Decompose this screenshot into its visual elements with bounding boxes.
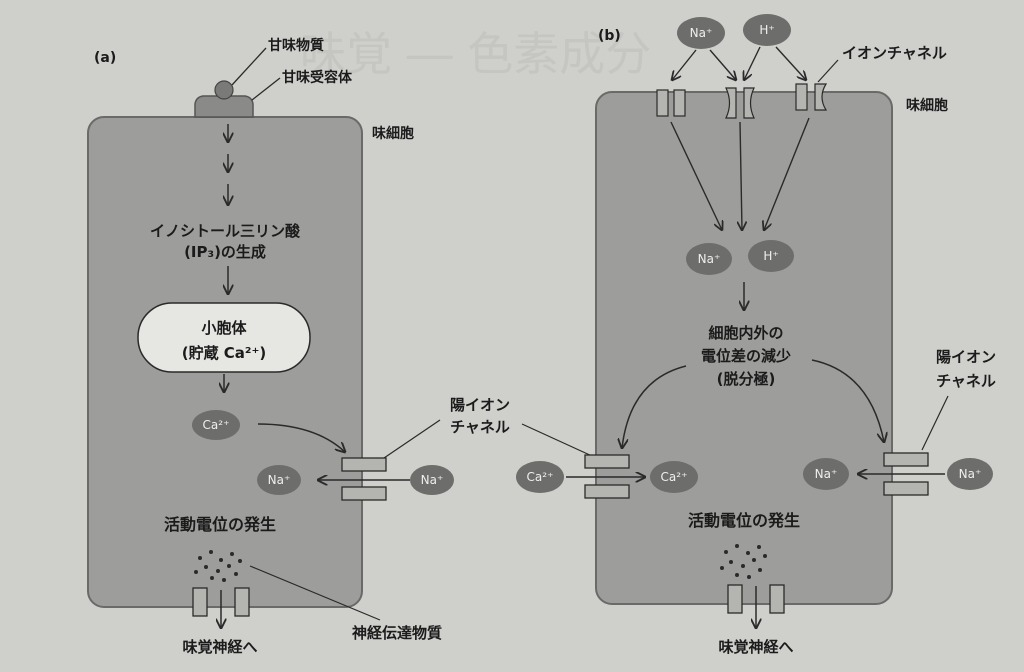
shared-cation-channel: 陽イオン チャネル — [383, 396, 593, 459]
ion-channel-leader — [817, 59, 839, 83]
ion-channel-2-left — [725, 87, 737, 119]
ca-ion-b-in — [650, 461, 698, 493]
h-to-ch2 — [744, 46, 761, 80]
ca-ion-a-label: Ca²⁺ — [203, 418, 230, 432]
depol-line3: (脱分極) — [717, 370, 776, 388]
na-to-ch2 — [709, 49, 736, 80]
na-ion-b-in — [686, 243, 732, 275]
sweet-receptor-shape — [194, 95, 254, 118]
ca-ion-b-out-label: Ca²⁺ — [527, 470, 554, 484]
cation-leader-b — [521, 423, 593, 457]
ca-ion-a — [192, 410, 240, 440]
nerve-label-b: 味覚神経へ — [718, 638, 793, 656]
endoplasmic-reticulum — [137, 302, 311, 373]
na-ion-b-top — [677, 17, 725, 49]
na-ion-a-in-label: Na⁺ — [268, 473, 291, 487]
na-ion-b-in2-label: Na⁺ — [815, 467, 838, 481]
na-channel-b-top — [883, 452, 929, 467]
na-ion-a-out — [410, 465, 454, 495]
ca-to-channel-arrow — [257, 423, 345, 452]
h-ion-b-top-label: H⁺ — [759, 23, 774, 37]
panel-a: (a) 甘味物質 甘味受容体 味細胞 イノシトール三リン酸 (IP₃)の生成 小… — [87, 37, 454, 656]
synapse-post-b-left — [727, 584, 743, 614]
panel-b: (b) 味細胞 Na⁺ H⁺ イオンチャネル Na⁺ H⁺ 細胞内 — [516, 14, 996, 656]
panel-b-label: (b) — [598, 28, 621, 44]
na-ion-b-out-label: Na⁺ — [959, 467, 982, 481]
action-potential-b: 活動電位の発生 — [688, 511, 800, 530]
ion-channel-1-right — [673, 89, 686, 117]
ca-ion-b-in-label: Ca²⁺ — [661, 470, 688, 484]
na-ion-b-in2 — [803, 458, 849, 490]
transmitter-label: 神経伝達物質 — [352, 624, 442, 642]
action-potential-a: 活動電位の発生 — [164, 515, 276, 534]
cation-channel-a-top — [341, 457, 387, 472]
background-watermark: 味覚 ― 色素成分 — [300, 27, 651, 81]
ion-channel-2-right — [743, 87, 755, 119]
synapse-post-a-left — [192, 587, 208, 617]
h-ion-b-in-label: H⁺ — [763, 249, 778, 263]
ca-channel-b-top — [584, 454, 630, 469]
ca-channel-b-bottom — [584, 484, 630, 499]
na-ion-a-in — [257, 465, 301, 495]
depol-line2: 電位差の減少 — [701, 347, 791, 365]
na-ion-b-top-label: Na⁺ — [690, 26, 713, 40]
ca-ion-b-out — [516, 461, 564, 493]
vesicle-line1: 小胞体 — [201, 319, 247, 337]
cell-label-b: 味細胞 — [906, 97, 948, 114]
ch1-to-na — [670, 121, 722, 230]
synapse-post-b-right — [769, 584, 785, 614]
cell-label-a: 味細胞 — [372, 125, 414, 142]
cation-channel-b-line2: チャネル — [936, 372, 996, 390]
na-ion-a-out-label: Na⁺ — [421, 473, 444, 487]
vesicle-line2: (貯蔵 Ca²⁺) — [182, 344, 267, 362]
na-ion-b-in-label: Na⁺ — [698, 252, 721, 266]
neurotransmitter-dots-a — [194, 550, 242, 582]
na-ion-b-out — [947, 458, 993, 490]
depol-to-right-channel — [811, 359, 884, 442]
sweet-substance-label: 甘味物質 — [268, 37, 324, 54]
cation-leader-b-right — [921, 395, 949, 451]
nerve-label-a: 味覚神経へ — [182, 638, 257, 656]
ion-channel-3-right — [814, 83, 828, 111]
transmitter-leader — [249, 565, 381, 621]
panel-a-label: (a) — [94, 50, 116, 66]
sweet-substance-ball — [214, 80, 234, 100]
cation-channel-shared-line2: チャネル — [450, 418, 510, 436]
h-ion-b-top — [743, 14, 791, 46]
ch3-to-h — [764, 117, 810, 230]
cation-channel-shared-line1: 陽イオン — [450, 396, 510, 414]
cation-channel-b-line1: 陽イオン — [936, 348, 996, 366]
ion-channel-label: イオンチャネル — [842, 44, 947, 62]
depol-line1: 細胞内外の — [708, 324, 783, 342]
cation-channel-a-bottom — [341, 486, 387, 501]
sweet-receptor-leader — [251, 77, 281, 101]
cation-leader-a — [383, 419, 441, 459]
sweet-substance-leader — [231, 47, 267, 86]
na-channel-b-bottom — [883, 481, 929, 496]
h-to-ch3 — [775, 46, 806, 80]
synapse-post-a-right — [234, 587, 250, 617]
ion-channel-3-left — [795, 83, 808, 111]
ion-channel-1-left — [656, 89, 669, 117]
ch2-to-center — [740, 121, 742, 230]
ip3-line2: (IP₃)の生成 — [184, 243, 266, 261]
sweet-receptor-label: 甘味受容体 — [282, 69, 353, 86]
na-to-ch1 — [672, 49, 697, 80]
h-ion-b-in — [748, 240, 794, 272]
depol-to-left-channel — [622, 365, 687, 448]
ip3-line1: イノシトール三リン酸 — [150, 222, 301, 240]
neurotransmitter-dots-b — [720, 544, 767, 579]
